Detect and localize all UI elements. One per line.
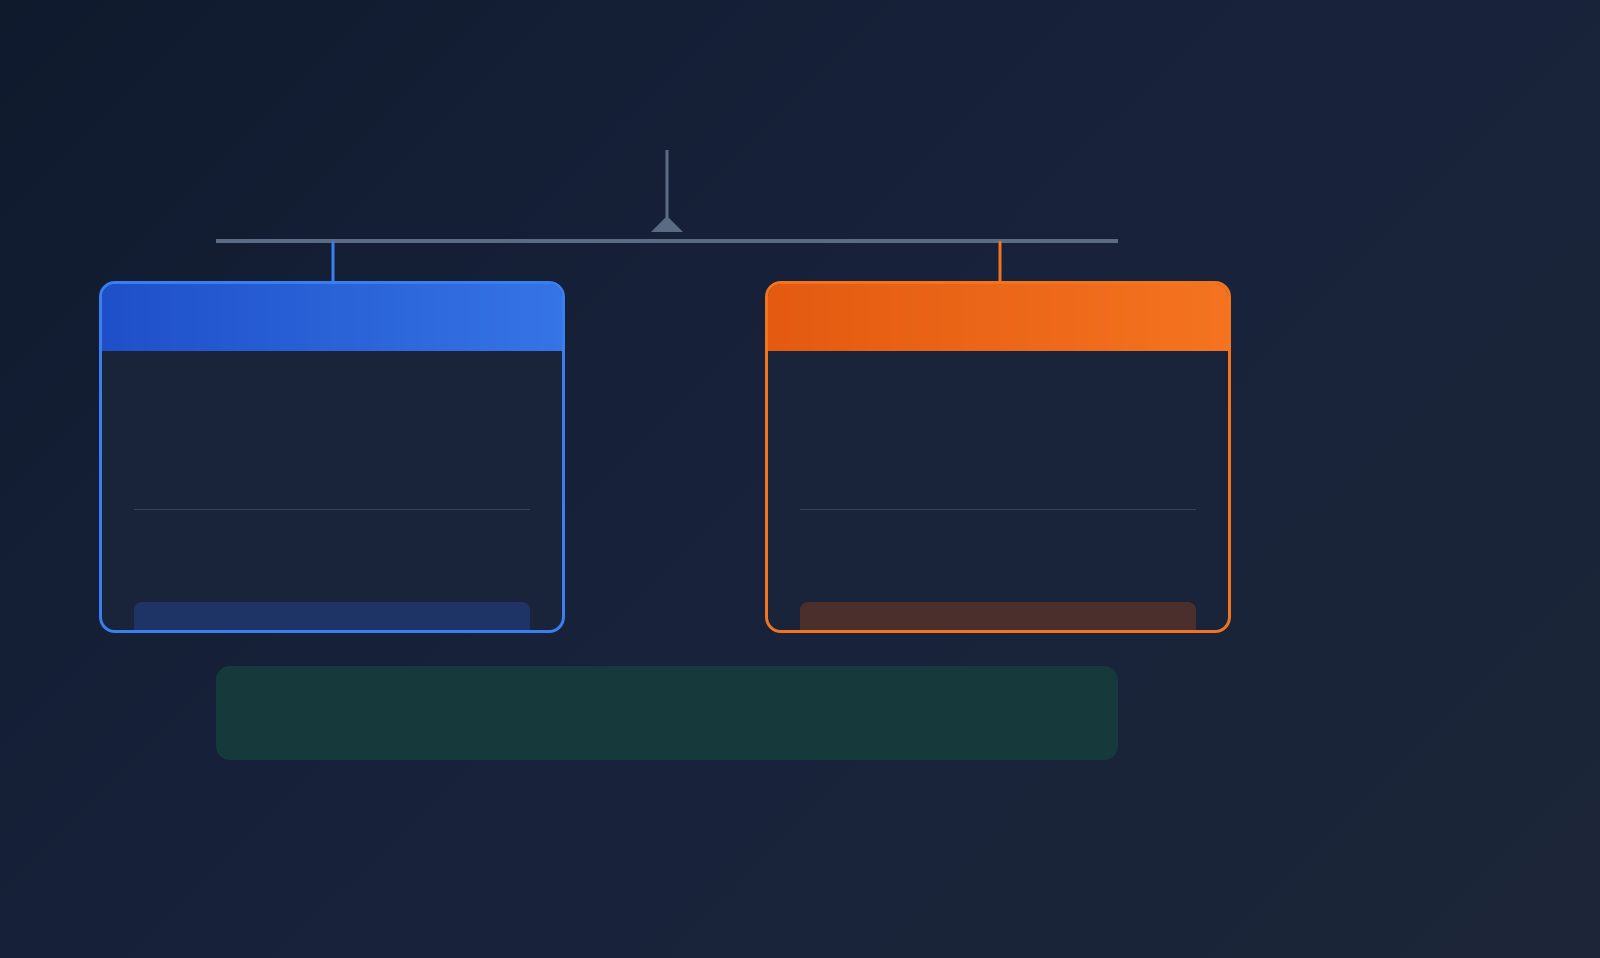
card-footer-box <box>134 602 530 630</box>
branch-card-right <box>765 281 1231 633</box>
bullet-point <box>800 526 1196 559</box>
metric-row <box>800 449 1196 491</box>
card-footer-box <box>800 602 1196 630</box>
bullet-point <box>800 559 1196 592</box>
summary-box <box>216 666 1118 760</box>
metric-row <box>134 449 530 491</box>
branch-card-left <box>99 281 565 633</box>
metric-row <box>134 407 530 449</box>
metric-row <box>800 407 1196 449</box>
card-divider <box>800 509 1196 510</box>
branch-card-title <box>102 284 562 351</box>
card-divider <box>134 509 530 510</box>
bullet-point <box>134 526 530 559</box>
metric-row <box>134 365 530 407</box>
metric-row <box>800 365 1196 407</box>
branch-card-title <box>768 284 1228 351</box>
bullet-point <box>134 559 530 592</box>
arrow-head-icon <box>651 216 683 232</box>
